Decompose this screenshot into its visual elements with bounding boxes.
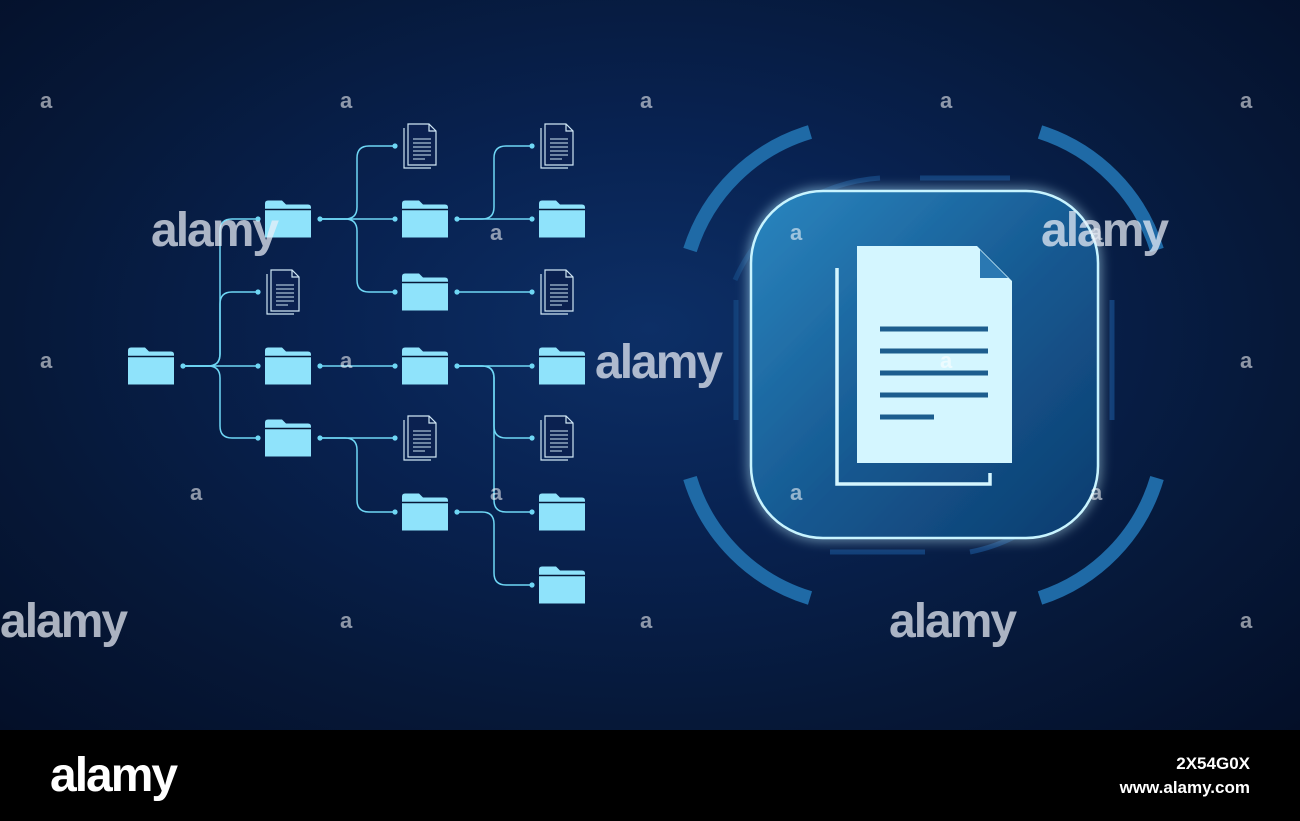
connector-line [183,291,258,367]
watermark-mark: a [490,220,503,245]
connector-dot [255,289,261,295]
connector-dot [180,363,186,369]
document-icon [835,246,1012,486]
tree-connectors [180,143,535,588]
connector-dot [317,363,323,369]
image-id-label: 2X54G0X [1176,754,1250,773]
folder-icon [539,566,585,604]
file-icon [403,123,437,169]
connector-line [457,365,532,513]
watermark-mark: a [1240,88,1253,113]
watermark-mark: a [640,608,653,633]
connector-dot [454,509,460,515]
connector-dot [529,143,535,149]
connector-dot [454,216,460,222]
connector-dot [317,216,323,222]
connector-dot [392,289,398,295]
watermark-mark: a [340,348,353,373]
file-structure-illustration [128,123,1164,605]
folder-icon [265,419,311,457]
connector-dot [392,143,398,149]
connector-dot [529,582,535,588]
watermark-mark: a [1090,480,1103,505]
watermark-mark: a [490,480,503,505]
file-icon [540,123,574,169]
connector-dot [255,435,261,441]
watermark-logo: alamy [889,595,1017,648]
watermark-mark: a [1090,220,1103,245]
watermark-logo: alamy [151,204,279,257]
connector-line [457,511,532,586]
connector-dot [255,216,261,222]
connector-dot [529,216,535,222]
connector-line [457,145,532,220]
folder-icon [539,200,585,238]
file-icon [540,415,574,461]
watermark-mark: a [40,88,53,113]
watermark-mark: a [1240,608,1253,633]
connector-dot [392,216,398,222]
watermark-logo: alamy [595,336,723,389]
connector-dot [392,435,398,441]
watermark-mark: a [940,88,953,113]
watermark-mark: a [640,88,653,113]
watermark-mark: a [190,480,203,505]
watermark-logo: alamy [0,595,128,648]
frame-arcs [683,125,1164,605]
connector-dot [529,363,535,369]
connector-dot [454,289,460,295]
footer-logo: alamy [50,749,178,802]
file-icon [403,415,437,461]
connector-dot [529,509,535,515]
connector-dot [529,289,535,295]
folder-icon [539,347,585,385]
watermark-mark: a [1240,348,1253,373]
footer-bar: alamy 2X54G0X www.alamy.com [0,730,1300,821]
watermark-mark: a [790,220,803,245]
file-icon [540,269,574,315]
folder-icon [402,273,448,311]
folder-icon [402,200,448,238]
connector-dot [317,435,323,441]
connector-dot [529,435,535,441]
watermark-mark: a [40,348,53,373]
connector-line [320,218,395,293]
folder-icon [539,493,585,531]
connector-line [320,145,395,220]
connector-line [320,437,395,513]
site-url-label: www.alamy.com [1119,778,1250,797]
watermark-mark: a [340,88,353,113]
folder-icon [265,347,311,385]
watermark-mark: a [340,608,353,633]
connector-line [183,365,258,439]
folder-icon [128,347,174,385]
connector-dot [392,509,398,515]
connector-dot [255,363,261,369]
watermark-mark: a [790,480,803,505]
folder-icon [402,347,448,385]
watermark-logo: alamy [1041,204,1169,257]
watermark-mark: a [940,348,953,373]
file-icon [266,269,300,315]
connector-dot [454,363,460,369]
folder-icon [402,493,448,531]
connector-dot [392,363,398,369]
